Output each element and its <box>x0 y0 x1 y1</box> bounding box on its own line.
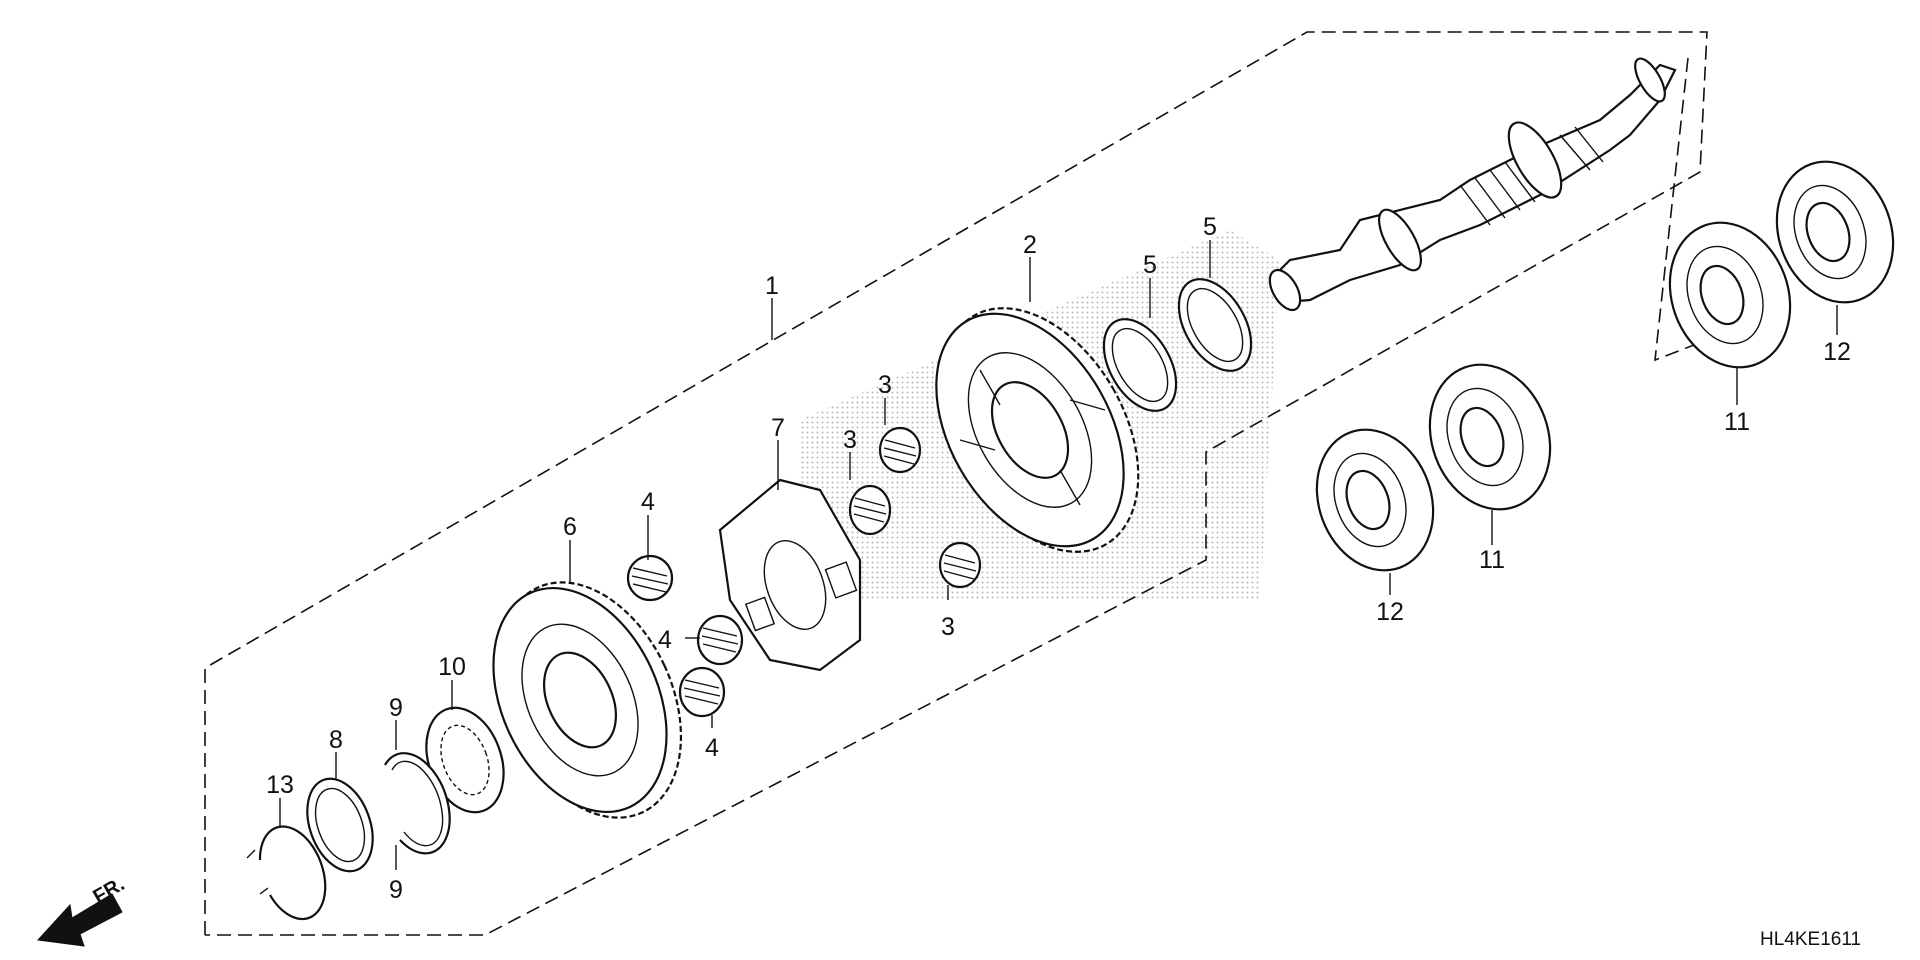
spring-3b <box>848 484 892 536</box>
washer-8 <box>306 777 374 873</box>
spring-4b <box>696 614 744 666</box>
callout-4b: 4 <box>658 626 672 654</box>
washer-5b <box>1177 278 1253 372</box>
gear-2 <box>935 307 1140 553</box>
callout-6: 6 <box>563 513 577 541</box>
callout-10: 10 <box>438 653 466 681</box>
callout-12a: 12 <box>1376 598 1404 626</box>
callout-13: 13 <box>266 771 294 799</box>
bearing-12-lower <box>1315 428 1435 572</box>
spring-3c <box>938 541 982 589</box>
washer-5a <box>1102 318 1178 412</box>
bearing-11-lower <box>1428 363 1552 511</box>
callout-9b: 9 <box>389 876 403 904</box>
callout-8: 8 <box>329 726 343 754</box>
bearing-12-upper <box>1775 160 1895 304</box>
callout-labels: 1 2 3 3 3 4 4 4 5 5 6 7 8 9 9 10 11 11 1… <box>266 213 1851 904</box>
direction-label: FR. <box>90 873 129 908</box>
snap-ring-9 <box>384 752 451 855</box>
spring-4a <box>626 554 674 602</box>
callout-9a: 9 <box>389 694 403 722</box>
callout-12b: 12 <box>1823 338 1851 366</box>
gear-6 <box>492 581 683 819</box>
diagram-code: HL4KE1611 <box>1760 929 1861 950</box>
callout-5a: 5 <box>1143 251 1157 279</box>
callout-1: 1 <box>765 272 779 300</box>
callout-4c: 4 <box>705 734 719 762</box>
callout-2: 2 <box>1023 231 1037 259</box>
callout-4a: 4 <box>641 488 655 516</box>
countershaft <box>1268 57 1677 312</box>
spring-3a <box>878 426 922 474</box>
callout-5b: 5 <box>1203 213 1217 241</box>
bearing-11-upper <box>1668 221 1792 369</box>
callout-11b: 11 <box>1724 408 1750 436</box>
assembly-boundary <box>204 31 1708 936</box>
damper-7 <box>718 478 862 672</box>
front-direction-arrow: FR. <box>36 873 129 947</box>
callout-3b: 3 <box>843 426 857 454</box>
callout-11a: 11 <box>1479 546 1505 574</box>
spring-4c <box>678 666 726 718</box>
callout-3a: 3 <box>878 371 892 399</box>
callout-7: 7 <box>771 414 785 442</box>
leader-lines <box>279 240 1838 870</box>
circlip-13 <box>246 825 327 921</box>
callout-3c: 3 <box>941 613 955 641</box>
